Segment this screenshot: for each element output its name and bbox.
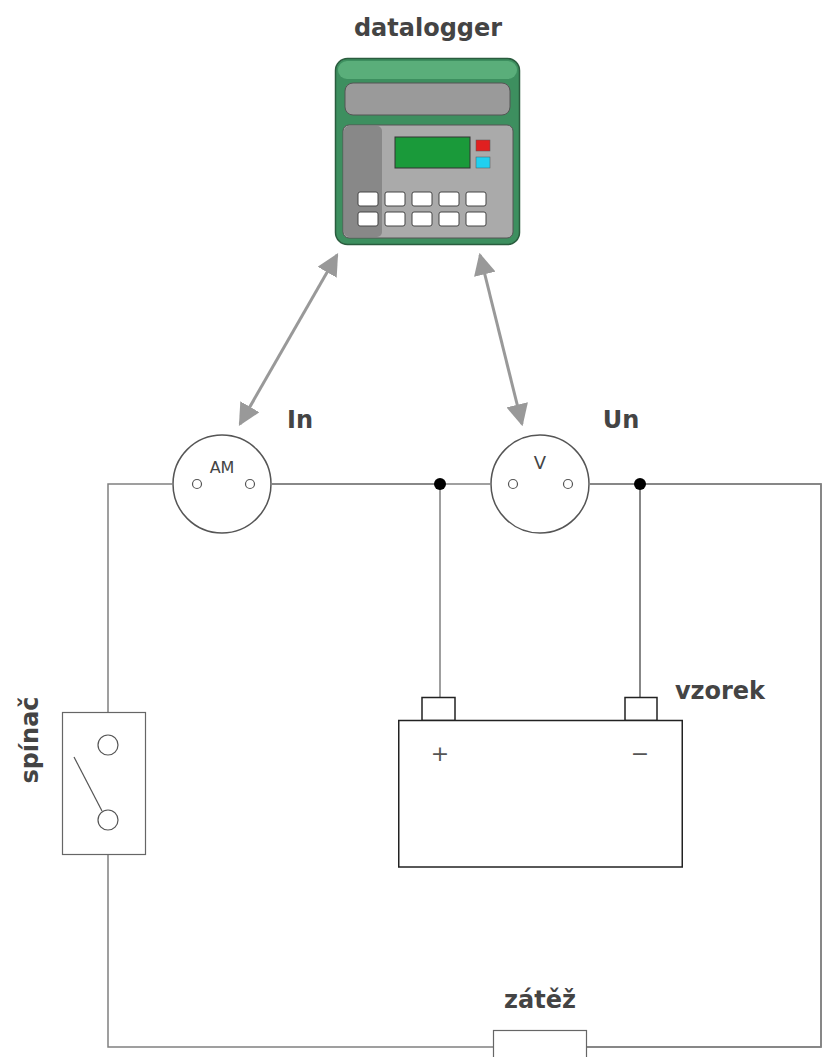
device-housing: [336, 59, 520, 245]
device-key: [466, 212, 486, 226]
shape-outline: [172, 434, 272, 534]
device-top-bar: [345, 83, 510, 115]
device-key: [466, 192, 486, 206]
polarity-sign: +: [431, 742, 449, 766]
signal-name: Un: [603, 407, 640, 433]
device-display: [395, 137, 470, 168]
switch-symbol: spínač: [62, 712, 146, 855]
circuit-wire: [590, 484, 640, 697]
device-key: [358, 192, 378, 206]
device-key: [412, 192, 432, 206]
load-resistor: zátěž: [493, 1030, 587, 1057]
device-key: [358, 212, 378, 226]
shape-outline: [490, 434, 590, 534]
shape-outline: [398, 697, 683, 868]
ammeter-symbol: AMIn: [172, 434, 272, 534]
part-label: spínač: [17, 696, 43, 783]
circuit-wire: [108, 484, 172, 712]
polarity-sign: −: [631, 742, 649, 766]
meter-letter: AM: [210, 459, 235, 477]
device-key: [385, 212, 405, 226]
battery-terminal: [422, 698, 455, 721]
voltmeter-symbol: VUn: [490, 434, 590, 534]
meter-letter: V: [534, 453, 546, 473]
part-label: vzorek: [675, 678, 765, 704]
data-link-arrow: [240, 255, 337, 424]
datalogger-device: datalogger: [335, 58, 520, 245]
circuit-wire: [272, 484, 440, 697]
switch-housing: [63, 713, 146, 855]
circuit-wire: [108, 855, 493, 1047]
battery-body: [399, 721, 683, 868]
device-led-cyan: [476, 157, 490, 168]
device-key: [412, 212, 432, 226]
device-label: datalogger: [354, 15, 502, 41]
device-key: [439, 212, 459, 226]
part-label: zátěž: [504, 987, 576, 1013]
shape-outline: [493, 1030, 587, 1057]
shape-outline: [62, 712, 146, 855]
junction-dot: [634, 478, 646, 490]
battery-sample: +−vzorek: [398, 697, 683, 868]
data-link-arrow: [480, 255, 522, 424]
meter-terminal: [246, 480, 255, 489]
meter-terminal: [509, 480, 518, 489]
junction-dot: [434, 478, 446, 490]
shape-outline: [335, 58, 520, 245]
battery-terminal: [625, 698, 657, 721]
meter-circle: [491, 435, 589, 533]
device-panel: [343, 125, 513, 238]
load-body: [494, 1031, 587, 1057]
switch-contact: [98, 810, 118, 830]
meter-terminal: [564, 480, 573, 489]
signal-name: In: [287, 407, 313, 433]
device-led-red: [476, 140, 490, 151]
device-top-band: [338, 61, 517, 79]
meter-circle: [173, 435, 271, 533]
device-key: [385, 192, 405, 206]
device-panel-side: [344, 126, 382, 237]
switch-blade: [74, 757, 102, 811]
switch-contact: [98, 735, 118, 755]
device-key: [439, 192, 459, 206]
meter-terminal: [193, 480, 202, 489]
